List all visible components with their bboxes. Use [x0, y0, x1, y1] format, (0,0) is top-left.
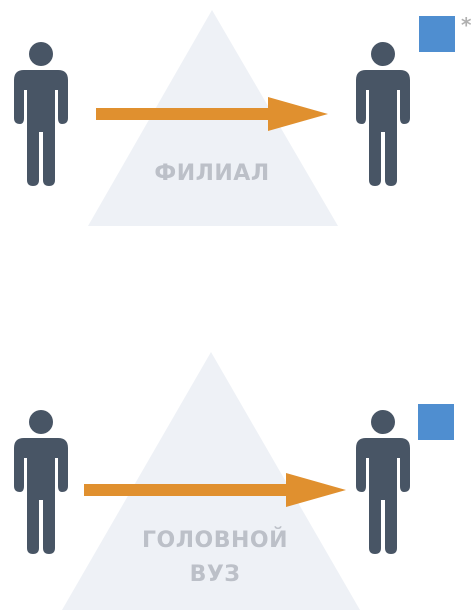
diagram-head-university: ГОЛОВНОЙ ВУЗ — [0, 340, 472, 610]
asterisk-mark: * — [461, 13, 472, 37]
person-icon — [14, 410, 68, 554]
person-icon — [356, 410, 410, 554]
arrow-right-icon — [96, 97, 328, 131]
person-icon — [356, 42, 410, 186]
triangle-label-line1: ГОЛОВНОЙ — [142, 528, 288, 553]
square-badge-icon — [418, 404, 454, 440]
arrow-right-icon — [84, 473, 346, 507]
person-icon — [14, 42, 68, 186]
diagram-branch: ФИЛИАЛ * — [0, 0, 472, 240]
triangle-shape — [62, 352, 360, 610]
triangle-label-line1: ФИЛИАЛ — [154, 161, 270, 186]
triangle-label: ГОЛОВНОЙ ВУЗ — [100, 524, 330, 592]
triangle-label: ФИЛИАЛ — [112, 157, 312, 191]
square-badge-icon — [419, 16, 455, 52]
triangle-label-line2: ВУЗ — [189, 562, 241, 587]
